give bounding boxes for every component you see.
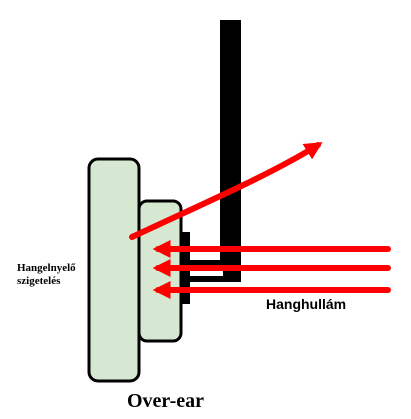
reflected-sound-arrow <box>129 142 323 240</box>
sound-wave-label: Hanghullám <box>266 296 347 312</box>
insulation-label-line1: Hangelnyelő <box>17 262 76 274</box>
headband-bar <box>220 20 241 282</box>
insulation-label: Hangelnyelő szigetelés <box>17 262 76 288</box>
diagram-title: Over-ear <box>127 390 204 412</box>
insulation-label-line2: szigetelés <box>17 275 61 287</box>
outer-ear-cushion <box>87 157 141 383</box>
